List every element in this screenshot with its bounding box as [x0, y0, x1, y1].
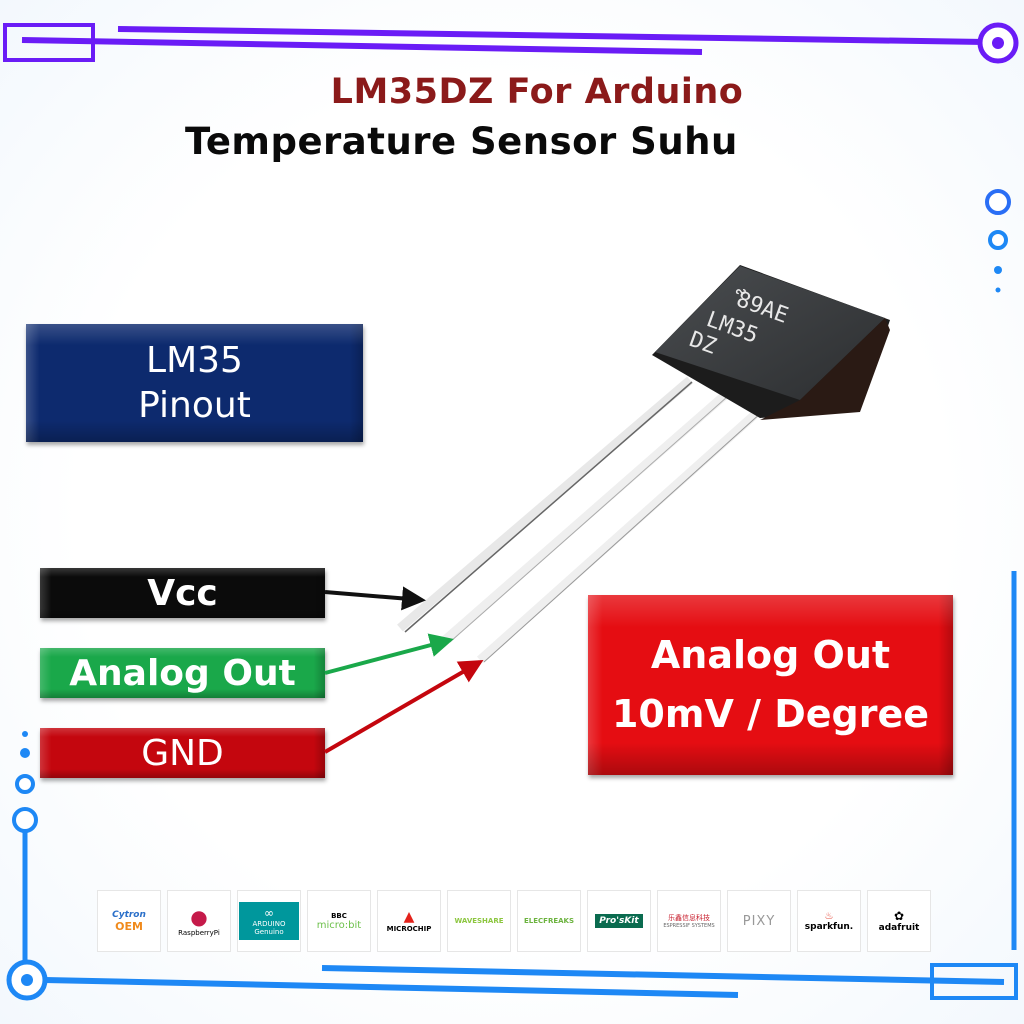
logo-elecfreaks: ELECFREAKS	[517, 890, 581, 952]
top-frame-lines	[3, 22, 1019, 64]
logo-arduino: ∞ARDUINO Genuino	[237, 890, 301, 952]
logo-sparkfun: ♨sparkfun.	[797, 890, 861, 952]
spec-line1: Analog Out	[650, 633, 891, 678]
pin-label-analog-out: Analog Out	[40, 648, 325, 698]
pin-label-gnd: GND	[40, 728, 325, 778]
national-semi-logo-icon: ∾	[735, 284, 747, 300]
logo-microchip: ▲MICROCHIP	[377, 890, 441, 952]
raspberry-icon: ●	[190, 905, 208, 929]
flower-icon: ✿	[893, 909, 905, 923]
logo-waveshare: WAVESHARE	[447, 890, 511, 952]
spec-line2: 10mV / Degree	[611, 692, 930, 736]
microchip-icon: ▲	[403, 909, 415, 925]
pin-label-vcc: Vcc	[40, 568, 325, 618]
right-frame-lines	[985, 62, 1017, 950]
flame-icon: ♨	[824, 910, 834, 922]
analog-out-spec-box: Analog Out 10mV / Degree	[588, 595, 953, 775]
pinout-heading-box: LM35 Pinout	[26, 324, 363, 442]
bottom-frame-lines	[44, 963, 1018, 1000]
sensor-legs	[397, 376, 763, 664]
product-subtitle: Temperature Sensor Suhu	[185, 120, 738, 163]
analog-out-arrow-icon	[324, 633, 454, 675]
left-frame-lines	[5, 80, 48, 1001]
vcc-arrow-icon	[324, 586, 426, 611]
infinity-icon: ∞	[264, 906, 274, 920]
product-title: LM35DZ For Arduino	[330, 72, 744, 112]
logo-proskit: Pro'sKit	[587, 890, 651, 952]
sensor-chip: 89AE LM35 DZ ∾	[652, 265, 890, 420]
logo-adafruit: ✿adafruit	[867, 890, 931, 952]
gnd-arrow-icon	[323, 659, 484, 754]
logo-pixy: PIXY	[727, 890, 791, 952]
pinout-line2: Pinout	[138, 385, 251, 426]
logo-raspberry-pi: ●RaspberryPi	[167, 890, 231, 952]
pinout-line1: LM35	[146, 340, 243, 381]
